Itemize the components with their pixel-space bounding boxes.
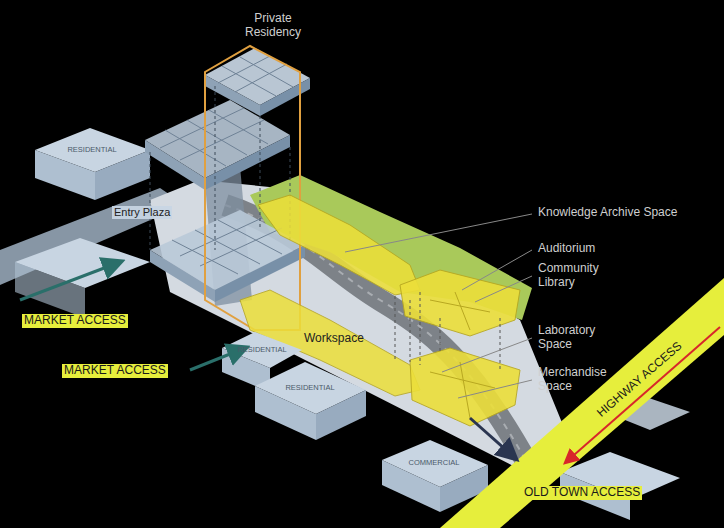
block-label: RESIDENTIAL bbox=[285, 384, 334, 393]
access-label: OLD TOWN ACCESS bbox=[522, 486, 642, 500]
block-label: RESIDENTIAL bbox=[67, 146, 116, 155]
access-label: HIGHWAY ACCESS bbox=[595, 339, 685, 420]
access-label: MARKET ACCESS bbox=[62, 364, 168, 378]
block-label: RESIDENTIAL bbox=[237, 346, 286, 355]
block-label: COMMERCIAL bbox=[409, 459, 460, 468]
callout-label: Knowledge Archive Space bbox=[538, 206, 677, 220]
space-label: Workspace bbox=[304, 332, 364, 346]
callout-label: Auditorium bbox=[538, 242, 595, 256]
access-label: MARKET ACCESS bbox=[22, 314, 128, 328]
callout-label: Merchandise Space bbox=[538, 366, 623, 394]
callout-label: Laboratory Space bbox=[538, 324, 618, 352]
space-label: Entry Plaza bbox=[112, 206, 172, 219]
space-title: Private Residency bbox=[236, 12, 310, 40]
callout-label: Community Library bbox=[538, 262, 610, 290]
